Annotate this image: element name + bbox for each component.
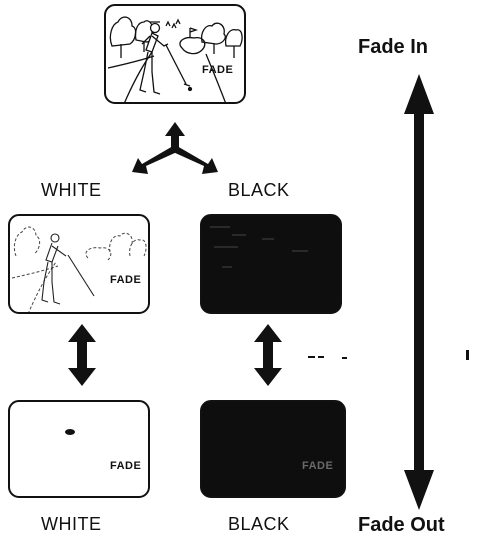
- fade-caption: FADE: [302, 460, 334, 472]
- stray-marks: [308, 350, 469, 360]
- fade-caption: FADE: [202, 64, 234, 76]
- label-black-top: BLACK: [228, 180, 290, 200]
- fade-caption: FADE: [110, 460, 142, 472]
- label-black-bottom: BLACK: [228, 514, 290, 534]
- label-white-top: WHITE: [41, 180, 102, 200]
- golfer-illustration: [107, 16, 243, 102]
- label-white-bottom: WHITE: [41, 514, 102, 534]
- white-fade-partial-screen: FADE: [8, 214, 150, 314]
- fade-in-label: Fade In: [358, 36, 429, 58]
- speck-mark: [65, 429, 75, 435]
- black-fade-partial-screen: [200, 214, 342, 314]
- fade-caption: FADE: [110, 274, 142, 286]
- black-screen: FADE: [200, 400, 346, 498]
- faded-golfer-illustration: [11, 226, 147, 312]
- fade-out-label: Fade Out: [358, 514, 445, 536]
- top-screen-golf-scene: FADE: [104, 4, 246, 104]
- double-arrow-white-icon: [68, 324, 96, 386]
- tri-direction-arrow-icon: [132, 122, 218, 174]
- screen-noise-texture: [210, 226, 308, 268]
- fade-scale-arrow-icon: [404, 74, 434, 510]
- white-screen: FADE: [8, 400, 150, 498]
- double-arrow-black-icon: [254, 324, 282, 386]
